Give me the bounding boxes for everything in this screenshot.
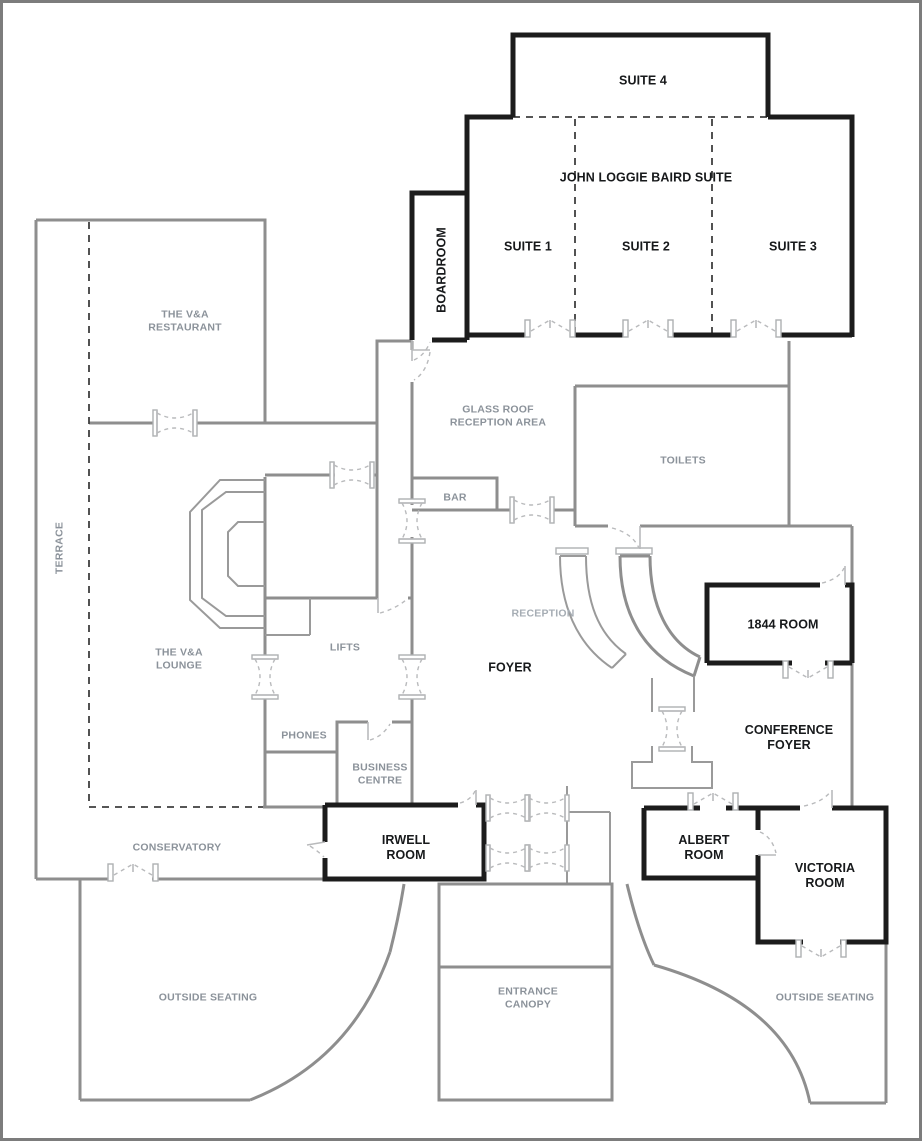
black-walls [322,32,889,945]
reception-desk [555,547,702,678]
dashed-partitions [88,116,768,808]
floor-plan-svg [3,3,919,1138]
octagon-feature [189,479,265,629]
gray-walls [34,218,888,1105]
door-symbols [107,319,847,958]
